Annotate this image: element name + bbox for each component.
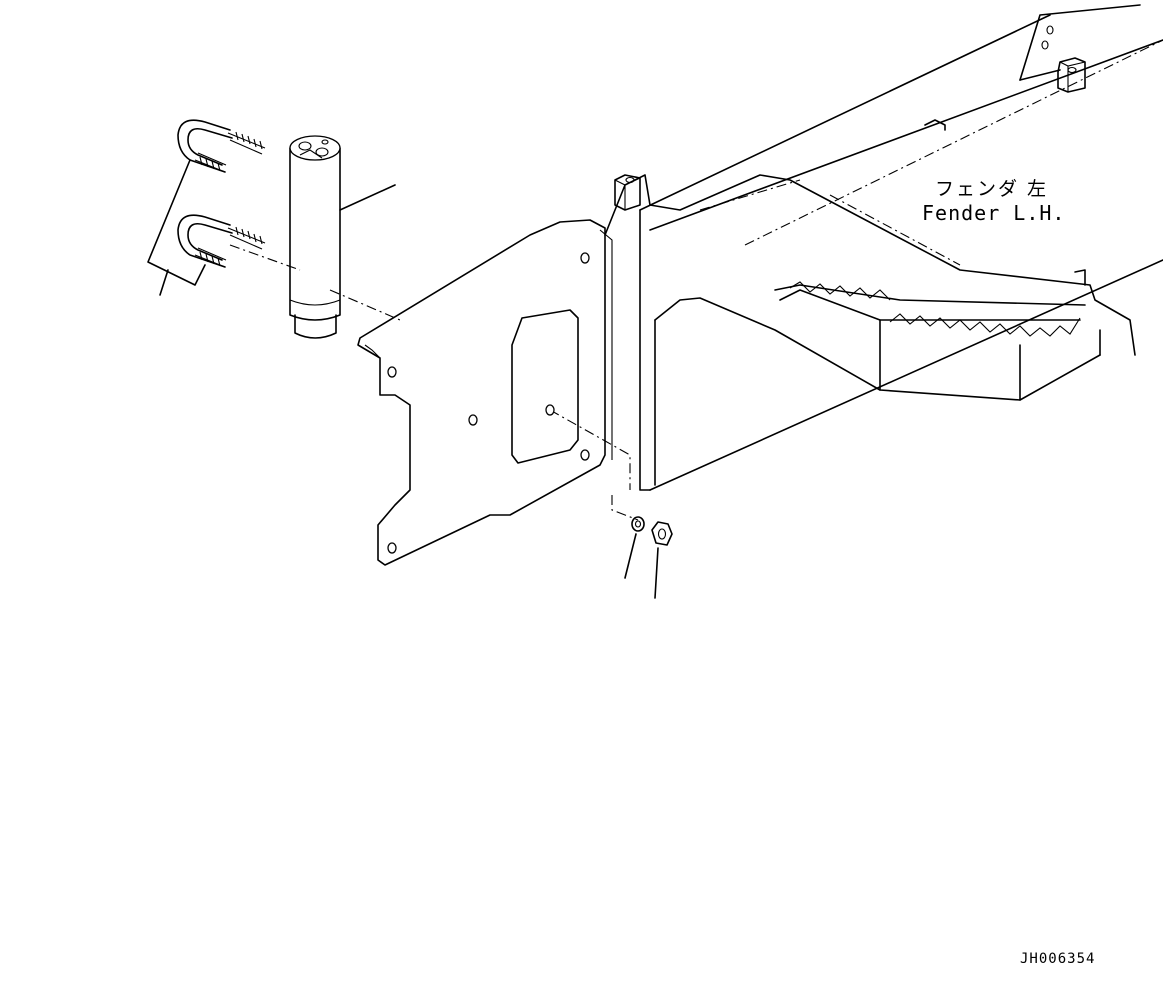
drawing-number: JH006354 [1020, 951, 1096, 967]
fender-label-jp: フェンダ 左 [935, 178, 1049, 200]
assembly-leader-lines [229, 39, 1163, 521]
nut [651, 521, 673, 599]
receiver-dryer [289, 135, 341, 339]
dryer-leader-line [339, 184, 396, 211]
fender-body [604, 119, 1163, 491]
u-bolt-upper [177, 119, 266, 173]
washer [624, 516, 645, 579]
u-bolt-lower [177, 214, 266, 268]
u-bolt-leader [147, 159, 206, 296]
frame-rail [614, 4, 1163, 231]
fender-label-en: Fender L.H. [922, 201, 1066, 225]
bracket-plate [357, 219, 613, 566]
